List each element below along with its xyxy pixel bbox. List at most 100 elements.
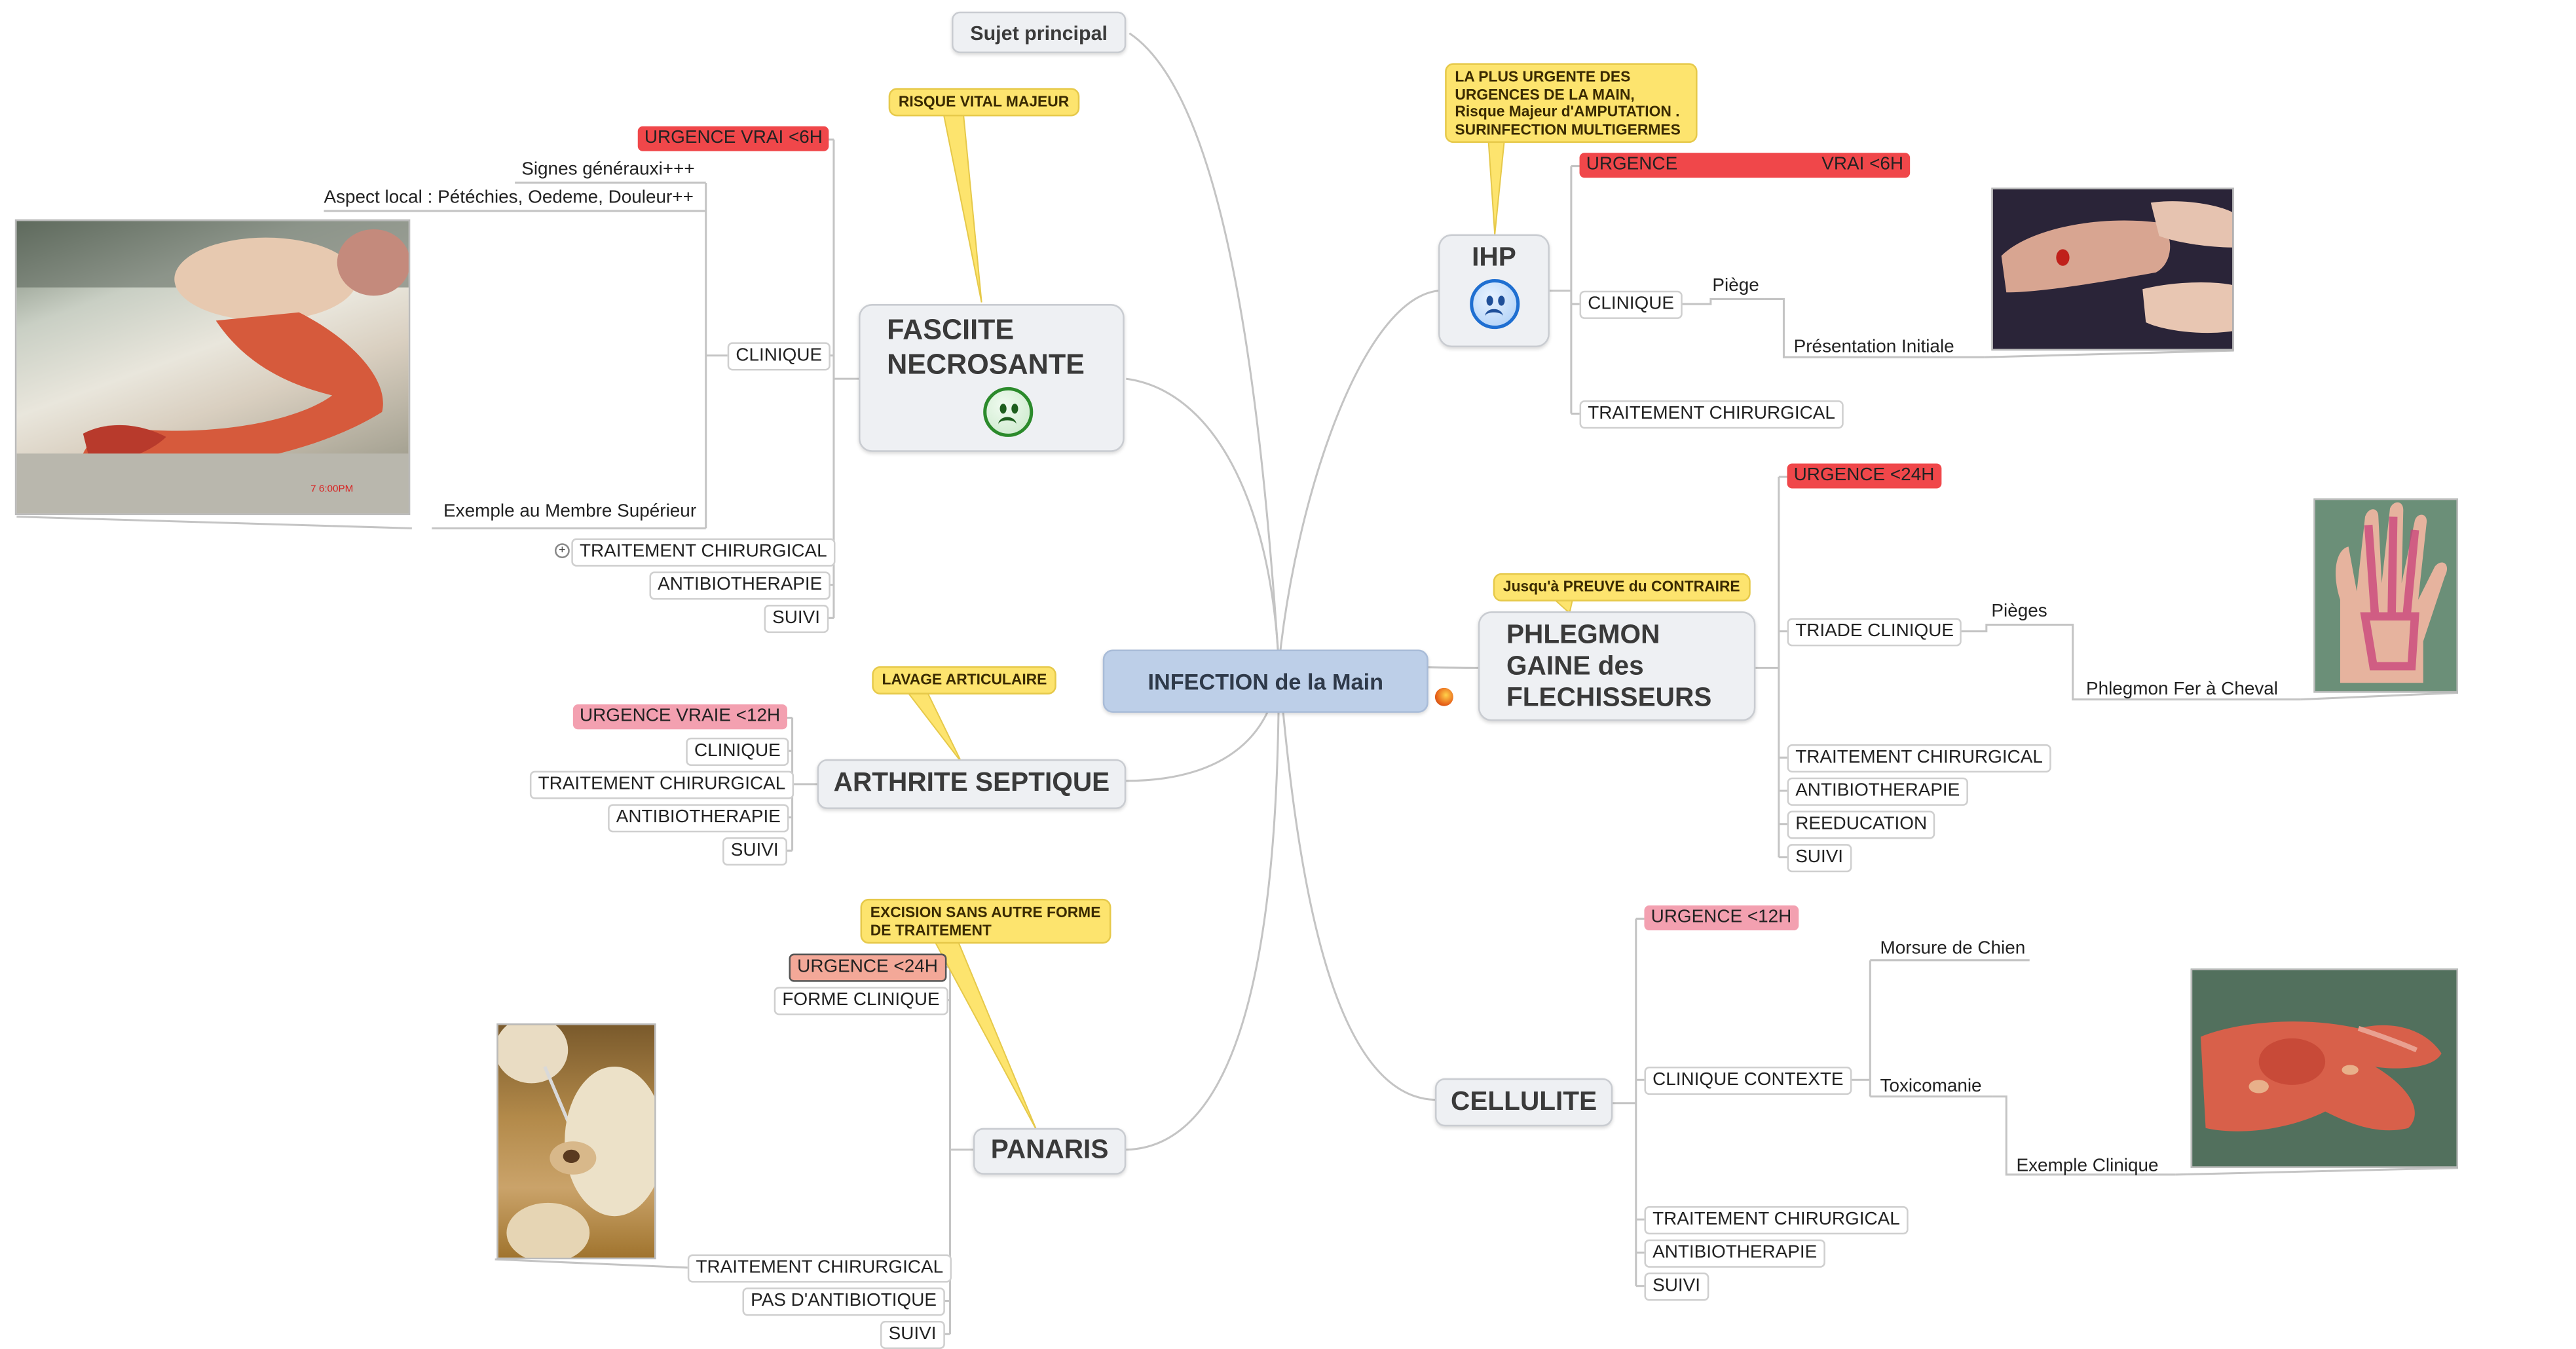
- topic-panaris[interactable]: PANARIS: [973, 1128, 1127, 1175]
- cellulite-hand-drawing: [2192, 970, 2457, 1167]
- callout-ihp[interactable]: LA PLUS URGENTE DES URGENCES DE LA MAIN,…: [1445, 63, 1698, 143]
- panaris-pas-antibio-label: PAS D'ANTIBIOTIQUE: [751, 1291, 937, 1311]
- phlegmon-reeducation[interactable]: REEDUCATION: [1787, 810, 1935, 839]
- cellulite-antibio-label: ANTIBIOTHERAPIE: [1652, 1242, 1818, 1263]
- callout-lavage-text: LAVAGE ARTICULAIRE: [882, 671, 1047, 688]
- topic-phlegmon[interactable]: PHLEGMON GAINE des FLECHISSEURS: [1478, 611, 1756, 721]
- topic-fasciite[interactable]: FASCIITE NECROSANTE: [859, 304, 1125, 452]
- fasciite-aspect[interactable]: Aspect local : Pétéchies, Oedeme, Douleu…: [324, 188, 693, 210]
- phlegmon-fer-label: Phlegmon Fer à Cheval: [2085, 679, 2279, 700]
- ihp-urgence[interactable]: URGENCE VRAI <6H: [1579, 153, 1911, 178]
- arm-photo-drawing: 7 6:00PM: [16, 221, 409, 514]
- cellulite-morsure[interactable]: Morsure de Chien: [1880, 939, 2026, 960]
- fasciite-clinique[interactable]: CLINIQUE: [727, 342, 831, 371]
- panaris-urgence[interactable]: URGENCE <24H: [789, 953, 946, 982]
- floating-topic-label: Sujet principal: [970, 20, 1108, 45]
- browser-link-icon[interactable]: [1434, 687, 1453, 706]
- arthrite-traitement[interactable]: TRAITEMENT CHIRURGICAL: [529, 770, 794, 799]
- topic-cellulite-label: CELLULITE: [1451, 1087, 1597, 1116]
- cellulite-suivi-label: SUIVI: [1652, 1276, 1700, 1296]
- fasciite-clinique-label: CLINIQUE: [736, 345, 823, 366]
- ihp-finger-photo: [1991, 187, 2234, 351]
- arthrite-clinique-label: CLINIQUE: [694, 740, 781, 761]
- phlegmon-triade-label: TRIADE CLINIQUE: [1795, 621, 1954, 641]
- panaris-urgence-label: URGENCE <24H: [797, 957, 938, 978]
- cellulite-toxico-label: Toxicomanie: [1880, 1076, 1982, 1097]
- phlegmon-antibio[interactable]: ANTIBIOTHERAPIE: [1787, 777, 1969, 806]
- ihp-urgence-right: VRAI <6H: [1821, 154, 1904, 175]
- cellulite-contexte[interactable]: CLINIQUE CONTEXTE: [1644, 1066, 1852, 1095]
- arthrite-suivi[interactable]: SUIVI: [722, 837, 787, 866]
- fasciite-signes[interactable]: Signes générauxi+++: [521, 159, 694, 181]
- topic-panaris-label: PANARIS: [990, 1136, 1109, 1165]
- topic-cellulite[interactable]: CELLULITE: [1434, 1078, 1613, 1127]
- central-topic[interactable]: INFECTION de la Main: [1102, 649, 1428, 713]
- fasciite-urgence-label: URGENCE VRAI <6H: [644, 128, 823, 148]
- floating-topic[interactable]: Sujet principal: [952, 11, 1127, 54]
- phlegmon-suivi[interactable]: SUIVI: [1787, 844, 1852, 873]
- ihp-piege[interactable]: Piège: [1712, 276, 1759, 297]
- fasciite-urgence[interactable]: URGENCE VRAI <6H: [637, 126, 830, 151]
- fasciite-exemple[interactable]: Exemple au Membre Supérieur: [443, 502, 696, 523]
- arthrite-antibio[interactable]: ANTIBIOTHERAPIE: [608, 804, 789, 833]
- phlegmon-urgence[interactable]: URGENCE <24H: [1787, 463, 1941, 489]
- topic-arthrite[interactable]: ARTHRITE SEPTIQUE: [817, 759, 1127, 809]
- callout-excision-line1: EXCISION SANS AUTRE FORME: [870, 903, 1101, 921]
- phlegmon-traitement-label: TRAITEMENT CHIRURGICAL: [1795, 748, 2043, 768]
- cellulite-suivi[interactable]: SUIVI: [1644, 1272, 1709, 1301]
- topic-phlegmon-line3: FLECHISSEURS: [1506, 684, 1712, 713]
- panaris-traitement[interactable]: TRAITEMENT CHIRURGICAL: [687, 1254, 952, 1283]
- topic-phlegmon-line2: GAINE des: [1506, 653, 1644, 681]
- phlegmon-traitement[interactable]: TRAITEMENT CHIRURGICAL: [1787, 744, 2051, 773]
- callout-ihp-line2: URGENCES DE LA MAIN,: [1455, 85, 1635, 102]
- topic-ihp[interactable]: IHP: [1438, 234, 1550, 347]
- topic-phlegmon-line1: PHLEGMON: [1506, 621, 1660, 650]
- ihp-piege-label: Piège: [1712, 275, 1759, 296]
- fasciite-traitement-label: TRAITEMENT CHIRURGICAL: [579, 541, 827, 562]
- ihp-urgence-left: URGENCE: [1586, 154, 1678, 175]
- fasciite-signes-label: Signes générauxi+++: [521, 159, 695, 180]
- cellulite-exemple[interactable]: Exemple Clinique: [2016, 1156, 2158, 1178]
- panaris-suivi[interactable]: SUIVI: [880, 1320, 945, 1349]
- fasciite-suivi[interactable]: SUIVI: [764, 605, 829, 634]
- ihp-presentation-label: Présentation Initiale: [1793, 337, 1954, 358]
- topic-arthrite-label: ARTHRITE SEPTIQUE: [833, 769, 1110, 798]
- topic-fasciite-line2: NECROSANTE: [887, 349, 1085, 381]
- ihp-finger-drawing: [2001, 201, 2233, 333]
- expand-icon[interactable]: +: [554, 543, 570, 559]
- cellulite-hand-photo: [2190, 968, 2458, 1168]
- arthrite-clinique[interactable]: CLINIQUE: [686, 737, 789, 767]
- callout-ihp-line1: LA PLUS URGENTE DES: [1455, 67, 1631, 85]
- cellulite-traitement-label: TRAITEMENT CHIRURGICAL: [1652, 1209, 1900, 1230]
- sad-face-icon: [982, 387, 1032, 437]
- cellulite-traitement[interactable]: TRAITEMENT CHIRURGICAL: [1644, 1206, 1909, 1235]
- callout-phlegmon[interactable]: Jusqu'à PREUVE du CONTRAIRE: [1493, 573, 1750, 601]
- callout-lavage[interactable]: LAVAGE ARTICULAIRE: [872, 666, 1057, 694]
- callout-excision-line2: DE TRAITEMENT: [870, 921, 992, 938]
- arthrite-urgence-label: URGENCE VRAIE <12H: [579, 706, 781, 727]
- callout-excision[interactable]: EXCISION SANS AUTRE FORME DE TRAITEMENT: [860, 898, 1111, 944]
- ihp-traitement-label: TRAITEMENT CHIRURGICAL: [1588, 404, 1835, 424]
- cellulite-antibio[interactable]: ANTIBIOTHERAPIE: [1644, 1239, 1825, 1268]
- phlegmon-fer[interactable]: Phlegmon Fer à Cheval: [2086, 679, 2278, 701]
- fasciite-antibio-label: ANTIBIOTHERAPIE: [658, 575, 823, 595]
- panaris-forme[interactable]: FORME CLINIQUE: [774, 987, 948, 1016]
- cellulite-urgence[interactable]: URGENCE <12H: [1644, 905, 1799, 931]
- fasciite-traitement[interactable]: TRAITEMENT CHIRURGICAL: [571, 538, 836, 567]
- ihp-presentation[interactable]: Présentation Initiale: [1794, 337, 1954, 359]
- callout-risque-vital[interactable]: RISQUE VITAL MAJEUR: [888, 88, 1079, 116]
- ihp-traitement[interactable]: TRAITEMENT CHIRURGICAL: [1579, 400, 1844, 429]
- fasciite-suivi-label: SUIVI: [772, 608, 821, 628]
- panaris-forme-label: FORME CLINIQUE: [782, 990, 940, 1010]
- panaris-pas-antibio[interactable]: PAS D'ANTIBIOTIQUE: [742, 1287, 945, 1316]
- sad-face-icon: [1468, 279, 1519, 330]
- arthrite-urgence[interactable]: URGENCE VRAIE <12H: [572, 704, 787, 730]
- phlegmon-pieges[interactable]: Pièges: [1991, 601, 2047, 623]
- ihp-clinique[interactable]: CLINIQUE: [1579, 290, 1683, 319]
- phlegmon-triade[interactable]: TRIADE CLINIQUE: [1787, 618, 1962, 647]
- topic-fasciite-line1: FASCIITE: [887, 314, 1015, 346]
- panaris-traitement-label: TRAITEMENT CHIRURGICAL: [696, 1257, 944, 1278]
- cellulite-toxico[interactable]: Toxicomanie: [1880, 1076, 1982, 1098]
- fasciite-antibio[interactable]: ANTIBIOTHERAPIE: [649, 571, 831, 600]
